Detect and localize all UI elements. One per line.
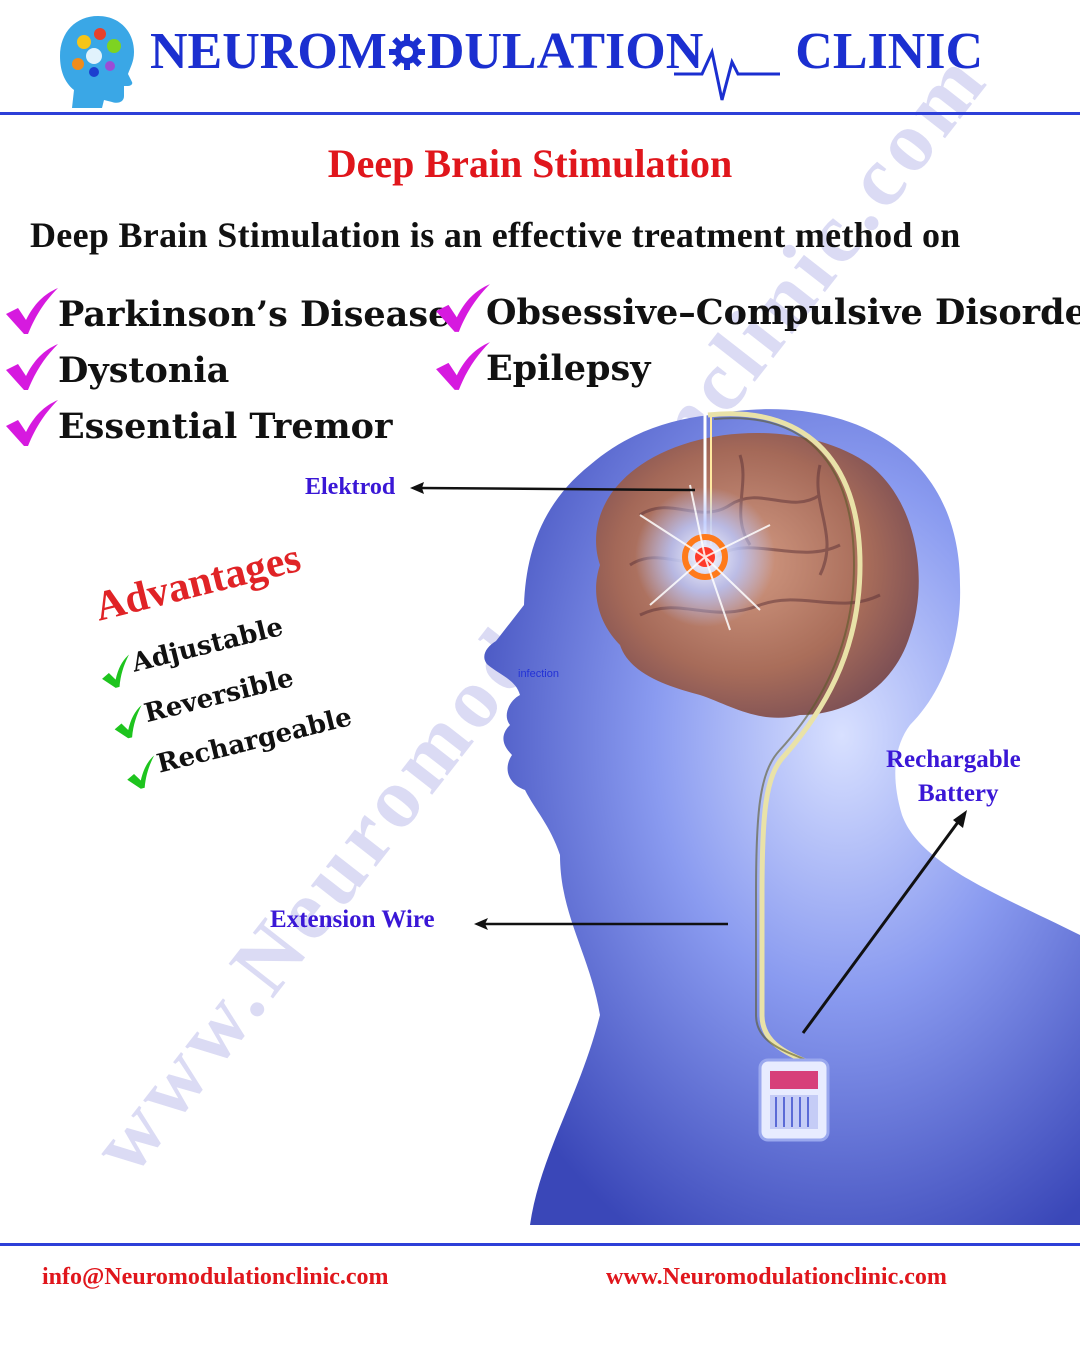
magenta-check-icon bbox=[436, 284, 490, 332]
brand-title-left: NEUROM bbox=[150, 23, 387, 80]
label-battery-line2: Battery bbox=[918, 780, 999, 807]
green-check-icon bbox=[127, 755, 155, 789]
condition-parkinsons: Parkinson’s Disease bbox=[58, 294, 451, 335]
heartbeat-line-icon bbox=[672, 40, 782, 110]
magenta-check-icon bbox=[6, 288, 58, 334]
head-illustration bbox=[440, 395, 1080, 1225]
footer-email-link[interactable]: info@Neuromodulationclinic.com bbox=[42, 1264, 389, 1290]
page-title: Deep Brain Stimulation bbox=[327, 141, 733, 186]
green-check-icon bbox=[102, 654, 130, 688]
logo-head-icon bbox=[58, 12, 140, 110]
magenta-check-icon bbox=[6, 344, 58, 390]
label-extension-wire: Extension Wire bbox=[270, 906, 435, 933]
label-infection: infection bbox=[518, 668, 559, 680]
condition-dystonia: Dystonia bbox=[58, 350, 230, 391]
condition-ocd: Obsessive–Compulsive Disorder bbox=[486, 292, 1080, 333]
advantages-block: Advantages Adjustable Reversible Recharg… bbox=[90, 522, 395, 798]
label-electrode: Elektrod bbox=[305, 474, 396, 500]
label-battery-line1: Rechargable bbox=[886, 746, 1021, 773]
arrow-extension-wire bbox=[474, 916, 730, 932]
magenta-check-icon bbox=[436, 342, 490, 390]
footer-website-link[interactable]: www.Neuromodulationclinic.com bbox=[606, 1264, 947, 1290]
condition-essential-tremor: Essential Tremor bbox=[58, 406, 393, 447]
intro-text: Deep Brain Stimulation is an effective t… bbox=[30, 215, 961, 255]
brand-title: NEUROM DULATION CLINIC bbox=[150, 22, 983, 81]
footer-divider bbox=[0, 1243, 1080, 1246]
green-check-icon bbox=[114, 705, 142, 739]
arrow-battery bbox=[795, 808, 970, 1038]
condition-epilepsy: Epilepsy bbox=[486, 348, 651, 389]
brand-title-right: CLINIC bbox=[795, 23, 984, 80]
magenta-check-icon bbox=[6, 400, 58, 446]
arrow-electrode bbox=[410, 480, 700, 496]
header-divider bbox=[0, 112, 1080, 115]
advantage-reversible: Reversible bbox=[141, 663, 297, 730]
gear-icon bbox=[388, 24, 425, 70]
brand-title-middle: DULATION bbox=[426, 23, 704, 80]
